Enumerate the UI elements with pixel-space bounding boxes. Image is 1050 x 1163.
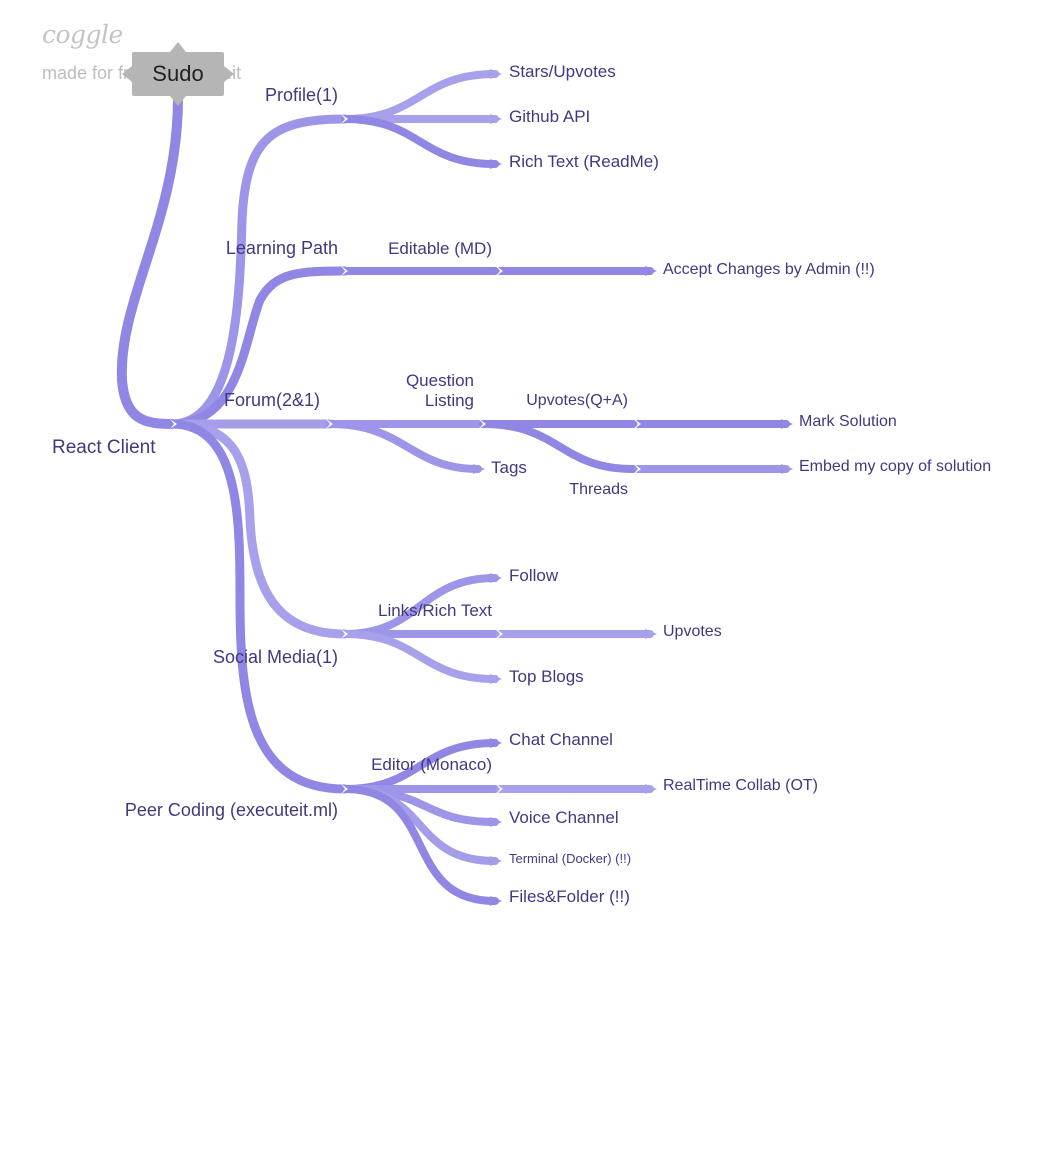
root-node[interactable]: Sudo — [132, 52, 224, 96]
leaf-arrow-icon — [490, 817, 502, 827]
node-peer-coding[interactable]: Peer Coding (executeit.ml) — [124, 800, 338, 820]
branch-react-peer — [167, 419, 350, 794]
leaf-arrow-icon — [490, 856, 502, 866]
chevron-icon — [326, 419, 333, 429]
branch-social-topblogs — [341, 630, 499, 683]
node-upvotes-qa[interactable]: Upvotes(Q+A) — [526, 392, 628, 409]
node-follow[interactable]: Follow — [509, 566, 559, 585]
node-question-listing-line2: Listing — [424, 390, 474, 410]
node-terminal-docker[interactable]: Terminal (Docker) (!!) — [509, 851, 632, 866]
leaf-arrow-icon — [490, 573, 502, 583]
chevron-icon — [341, 629, 348, 639]
leaf-arrow-icon — [645, 784, 657, 794]
node-forum[interactable]: Forum(2&1) — [223, 390, 320, 410]
node-social-media[interactable]: Social Media(1) — [212, 647, 338, 667]
leaf-arrow-icon — [490, 674, 502, 684]
node-mark-solution[interactable]: Mark Solution — [799, 413, 897, 430]
node-editable-md[interactable]: Editable (MD) — [388, 239, 492, 258]
expand-left-icon[interactable] — [122, 66, 132, 82]
node-files-folder[interactable]: Files&Folder (!!) — [509, 887, 630, 906]
node-chat-channel[interactable]: Chat Channel — [509, 730, 613, 749]
node-threads[interactable]: Threads — [569, 481, 628, 498]
leaf-arrow-icon — [490, 69, 502, 79]
node-question-listing-line1: Question — [405, 371, 474, 390]
node-react-client[interactable]: React Client — [52, 437, 156, 458]
leaf-arrow-icon — [490, 738, 502, 748]
node-top-blogs[interactable]: Top Blogs — [509, 667, 584, 686]
branch-root-react — [116, 93, 183, 429]
chevron-icon — [634, 464, 641, 474]
leaf-arrow-icon — [781, 419, 793, 429]
branch-react-profile — [167, 114, 350, 429]
chevron-icon — [341, 266, 348, 276]
branch-profile-stars — [341, 70, 499, 123]
expand-right-icon[interactable] — [224, 66, 234, 82]
chevron-icon — [341, 114, 348, 124]
leaf-arrow-icon — [490, 159, 502, 169]
root-label: Sudo — [152, 61, 204, 86]
node-github-api[interactable]: Github API — [509, 107, 591, 126]
node-embed-solution[interactable]: Embed my copy of solution — [799, 458, 992, 475]
chevron-icon — [479, 419, 486, 429]
leaf-arrow-icon — [645, 266, 657, 276]
leaf-arrow-icon — [490, 114, 502, 124]
node-question-listing[interactable]: Question Listing — [406, 371, 474, 410]
branch-forum-tags — [326, 420, 482, 473]
node-voice-channel[interactable]: Voice Channel — [509, 808, 619, 827]
branch-peer-files — [341, 785, 499, 905]
node-tags[interactable]: Tags — [491, 458, 527, 477]
chevron-icon — [496, 266, 503, 276]
leaf-arrow-icon — [645, 629, 657, 639]
leaf-arrow-icon — [781, 464, 793, 474]
leaf-arrow-icon — [490, 896, 502, 906]
node-profile[interactable]: Profile(1) — [264, 85, 338, 105]
branch-react-learning — [167, 266, 350, 429]
node-links-rich-text[interactable]: Links/Rich Text — [377, 601, 492, 620]
coggle-logo: coggle — [42, 20, 123, 49]
node-realtime-collab[interactable]: RealTime Collab (OT) — [663, 777, 818, 794]
chevron-icon — [496, 784, 503, 794]
branch-profile-richtext — [341, 115, 499, 168]
chevron-icon — [634, 419, 641, 429]
expand-down-icon[interactable] — [170, 96, 186, 106]
node-accept-changes[interactable]: Accept Changes by Admin (!!) — [663, 261, 875, 278]
node-editor-monaco[interactable]: Editor (Monaco) — [371, 755, 492, 774]
chevron-icon — [496, 629, 503, 639]
expand-up-icon[interactable] — [170, 42, 186, 52]
branch-react-social — [167, 419, 350, 639]
chevron-icon — [341, 784, 348, 794]
node-upvotes[interactable]: Upvotes — [663, 623, 722, 640]
branch-question-threads — [479, 420, 637, 473]
node-stars-upvotes[interactable]: Stars/Upvotes — [509, 62, 616, 81]
chevron-icon — [170, 419, 177, 429]
node-learning-path[interactable]: Learning Path — [225, 238, 338, 258]
node-rich-text-readme[interactable]: Rich Text (ReadMe) — [509, 152, 659, 171]
leaf-arrow-icon — [473, 464, 485, 474]
